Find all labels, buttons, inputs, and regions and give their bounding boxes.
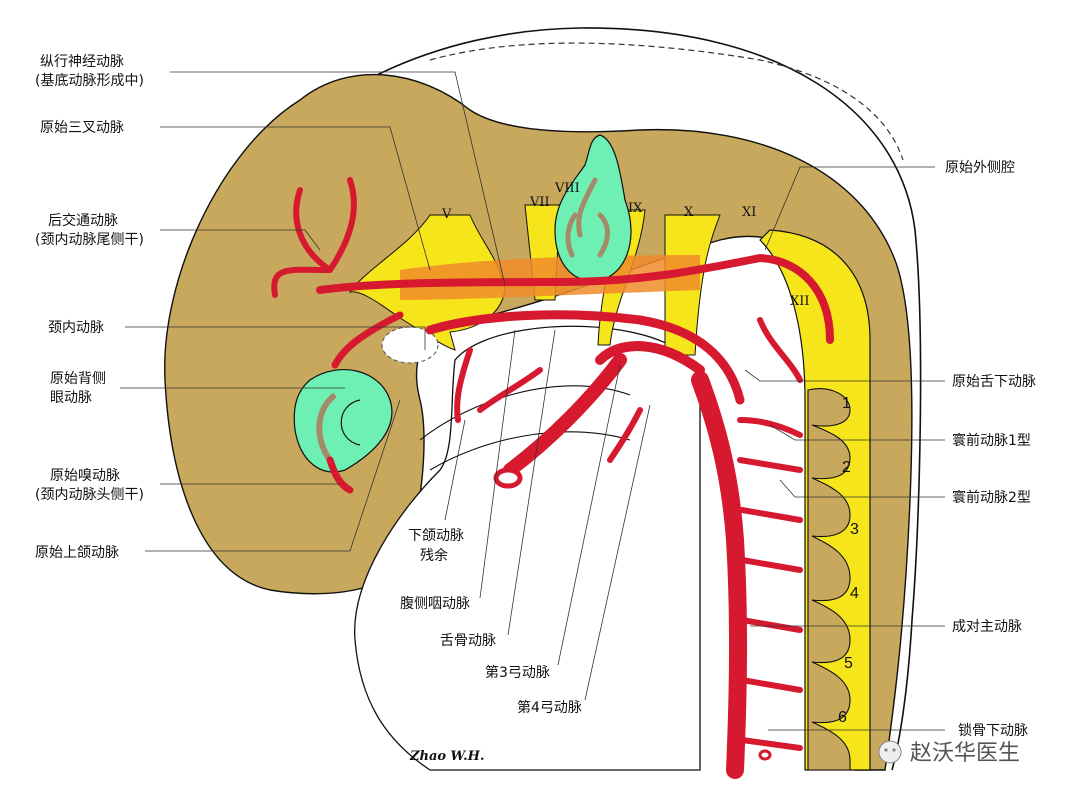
leader-line — [507, 329, 556, 636]
dorsal-aorta — [691, 371, 748, 779]
lens — [340, 399, 361, 446]
somite-lobes — [807, 388, 851, 771]
internal-carotid — [425, 310, 745, 405]
olfactory-branch — [326, 456, 354, 494]
somite-number: 2 — [842, 459, 851, 476]
vesicle-dashed — [381, 326, 439, 364]
nerve-label: VIII — [554, 181, 580, 196]
intersegmental-artery — [739, 617, 803, 633]
leader-line — [744, 369, 945, 382]
somite-number: 6 — [838, 709, 847, 726]
leader-line — [769, 424, 945, 441]
label-longitudinal-neural-artery: 纵行神经动脉(基底动脉形成中) — [35, 54, 144, 89]
artist-signature: Zhao W.H. — [409, 749, 484, 764]
leader-line — [557, 364, 621, 666]
nerve-numerals: V VII VIII IX X XI XII — [441, 181, 810, 309]
intersegmental-arteries — [737, 457, 803, 751]
leader-line — [160, 229, 321, 251]
label-mandibular-artery-remnant: 下颌动脉残余 — [408, 528, 464, 564]
leader-line — [764, 166, 935, 251]
nerve-label: VII — [529, 195, 550, 210]
label-paired-aortae: 成对主动脉 — [952, 619, 1022, 635]
wechat-icon — [878, 740, 902, 764]
outer-outline — [229, 27, 922, 771]
primitive-hypoglossal — [757, 317, 803, 383]
ophthalmic-branch — [331, 311, 404, 369]
nerve-label: X — [684, 205, 694, 220]
hyoid-branch — [477, 367, 543, 413]
label-proatlantal-artery-2: 寰前动脉2型 — [952, 489, 1031, 506]
nerve-label: V — [441, 207, 452, 222]
arch-3 — [595, 341, 705, 375]
leader-line — [160, 126, 431, 271]
somite-number: 3 — [850, 521, 859, 538]
subclavian-cut-end — [758, 749, 772, 761]
orange-overlap — [400, 255, 700, 300]
somite-lobe — [807, 388, 851, 771]
arteries — [271, 177, 834, 779]
label-primitive-dorsal-ophthalmic-artery: 原始背侧眼动脉 — [50, 371, 106, 406]
left-labels: 纵行神经动脉(基底动脉形成中) 原始三叉动脉 后交通动脉(颈内动脉尾侧干) 颈内… — [35, 54, 144, 561]
cranial-branch — [271, 177, 357, 298]
intersegmental-artery — [739, 677, 803, 693]
label-ventral-pharyngeal-artery: 腹侧咽动脉 — [400, 595, 470, 612]
intersegmental-artery — [739, 507, 803, 523]
arch-4-branch — [607, 407, 643, 463]
label-internal-carotid-artery: 颈内动脉 — [48, 320, 104, 336]
pharyngeal-region — [354, 325, 701, 771]
intersegmental-artery — [739, 557, 803, 573]
optic-vessel — [316, 392, 337, 462]
leader-lines — [120, 71, 945, 731]
label-fourth-arch-artery: 第4弓动脉 — [517, 699, 582, 716]
otic-vessels — [565, 177, 610, 258]
somite-number: 4 — [850, 585, 859, 602]
otic-vesicle — [554, 134, 632, 282]
watermark-text: 赵沃华医生 — [910, 741, 1020, 766]
outer-dashed-outline — [429, 42, 904, 161]
wechat-icon-eye — [892, 748, 896, 752]
leader-line — [779, 479, 945, 498]
proatlantal — [737, 417, 803, 438]
leader-line — [444, 419, 466, 521]
basilar-artery — [316, 254, 834, 344]
optic-cup — [293, 369, 393, 473]
right-labels: 原始外侧腔 原始舌下动脉 寰前动脉1型 寰前动脉2型 成对主动脉 锁骨下动脉 — [945, 160, 1036, 739]
label-primitive-trigeminal-artery: 原始三叉动脉 — [40, 120, 124, 136]
leader-line — [125, 326, 426, 350]
nerve-label: XI — [742, 205, 756, 220]
bottom-labels: 下颌动脉残余 腹侧咽动脉 舌骨动脉 第3弓动脉 第4弓动脉 — [400, 528, 582, 716]
label-primitive-maxillary-artery: 原始上颌动脉 — [35, 545, 119, 561]
nerve-label: XII — [790, 294, 810, 309]
ventral-aorta — [503, 353, 627, 477]
leader-line — [584, 404, 651, 701]
nerve-label: IX — [628, 201, 643, 216]
label-third-arch-artery: 第3弓动脉 — [485, 664, 550, 681]
label-primitive-olfactory-artery: 原始嗅动脉(颈内动脉头侧干) — [35, 468, 144, 503]
wechat-icon-eye — [884, 748, 888, 752]
intersegmental-artery — [737, 457, 803, 473]
leader-line — [145, 399, 401, 552]
watermark: 赵沃华医生 — [878, 740, 1020, 766]
somite-number: 5 — [844, 655, 853, 672]
aorta-cut-end — [493, 467, 523, 489]
label-hyoid-artery: 舌骨动脉 — [440, 633, 496, 649]
mandibular-branch — [454, 347, 473, 423]
label-posterior-communicating-artery: 后交通动脉(颈内动脉尾侧干) — [35, 212, 144, 248]
label-subclavian-artery: 锁骨下动脉 — [958, 723, 1028, 739]
leader-line — [170, 71, 506, 286]
somite-number: 1 — [842, 395, 851, 412]
label-primitive-hypoglossal-artery: 原始舌下动脉 — [952, 374, 1036, 390]
intersegmental-artery — [739, 737, 803, 751]
label-proatlantal-artery-1: 寰前动脉1型 — [952, 432, 1031, 449]
label-primitive-lateral-cavity: 原始外侧腔 — [945, 160, 1015, 176]
somite-numbers: 1 2 3 4 5 6 — [838, 395, 859, 726]
arch-outline — [429, 431, 631, 471]
leader-line — [479, 329, 516, 599]
